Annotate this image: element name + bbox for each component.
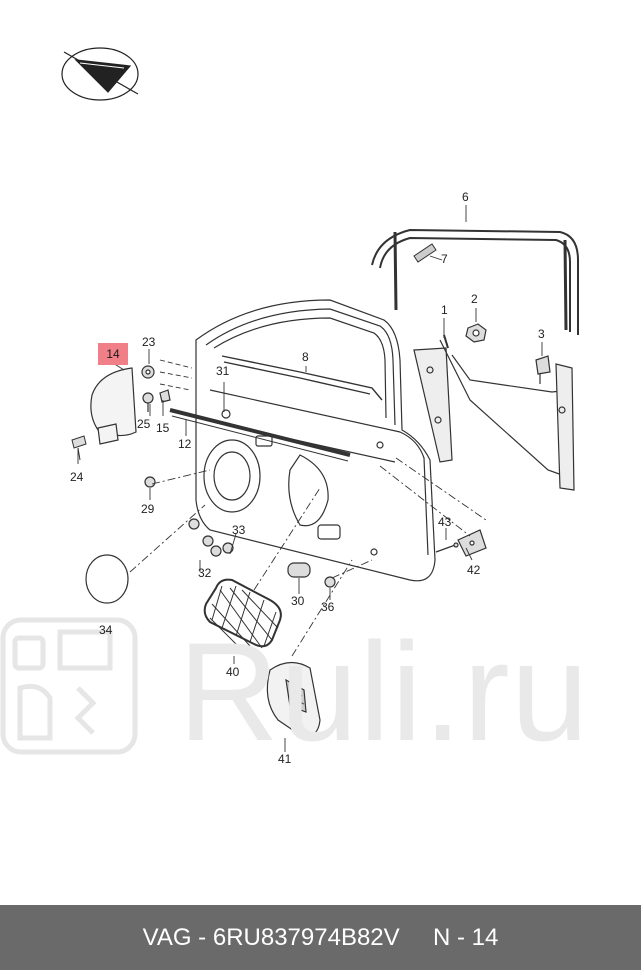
callout-34[interactable]: 34 — [99, 623, 113, 637]
cover-34-icon — [85, 554, 129, 604]
callout-24[interactable]: 24 — [70, 470, 84, 484]
mirror-housing-drawing — [90, 367, 137, 445]
footer-brand: VAG — [142, 924, 192, 951]
footer-part-number: 6RU837974B82V — [212, 924, 400, 951]
callout-30[interactable]: 30 — [291, 594, 305, 608]
callout-40[interactable]: 40 — [226, 665, 240, 679]
callout-42[interactable]: 42 — [467, 563, 481, 577]
callout-12[interactable]: 12 — [178, 437, 192, 451]
callout-7[interactable]: 7 — [441, 252, 448, 266]
plug-36-icon — [324, 576, 336, 588]
callout-43[interactable]: 43 — [438, 515, 452, 529]
nut-2-icon — [465, 323, 487, 343]
direction-compass-icon — [61, 47, 139, 101]
callout-1[interactable]: 1 — [441, 303, 448, 317]
callout-2[interactable]: 2 — [471, 292, 478, 306]
nut-23-icon — [141, 365, 155, 379]
watermark-text: Ruli.ru — [178, 613, 590, 770]
callout-31[interactable]: 31 — [216, 364, 230, 378]
bolt-25-icon — [142, 392, 154, 412]
mesh-panel-40-drawing — [203, 578, 282, 649]
clip-3-icon — [535, 355, 551, 384]
watermark-logo-icon — [0, 617, 138, 755]
clip-15-icon — [159, 389, 171, 403]
callout-8[interactable]: 8 — [302, 350, 309, 364]
door-handle-41-drawing — [266, 661, 321, 737]
door-panel-drawing — [195, 299, 436, 582]
window-weatherstrip-drawing — [169, 355, 383, 462]
window-channel-drawing — [371, 228, 579, 335]
plugs-32-33-icon — [188, 518, 234, 557]
callout-33[interactable]: 33 — [232, 523, 246, 537]
callout-36[interactable]: 36 — [321, 600, 335, 614]
callout-3[interactable]: 3 — [538, 327, 545, 341]
part-number-footer: VAG - 6RU837974B82V N - 14 — [0, 905, 641, 970]
callout-25[interactable]: 25 — [137, 417, 151, 431]
window-regulator-drawing — [413, 334, 575, 491]
screw-24-icon — [71, 435, 87, 461]
callout-6[interactable]: 6 — [462, 190, 469, 204]
pin-43-icon — [435, 542, 459, 553]
callout-14-highlighted[interactable]: 14 — [98, 343, 128, 365]
bracket-42-icon — [457, 529, 487, 557]
footer-position: 14 — [471, 924, 499, 951]
callout-15[interactable]: 15 — [156, 421, 170, 435]
leader-lines — [77, 205, 543, 752]
callout-29[interactable]: 29 — [141, 502, 155, 516]
exploded-parts-diagram — [0, 47, 579, 755]
grommet-30-icon — [287, 562, 311, 578]
plug-29-icon — [144, 476, 156, 488]
callout-41[interactable]: 41 — [278, 752, 292, 766]
callout-23[interactable]: 23 — [142, 335, 156, 349]
footer-position-prefix: N - — [433, 924, 472, 951]
footer-separator: - — [191, 924, 213, 951]
clip-7-icon — [413, 243, 437, 263]
callout-32[interactable]: 32 — [198, 566, 212, 580]
